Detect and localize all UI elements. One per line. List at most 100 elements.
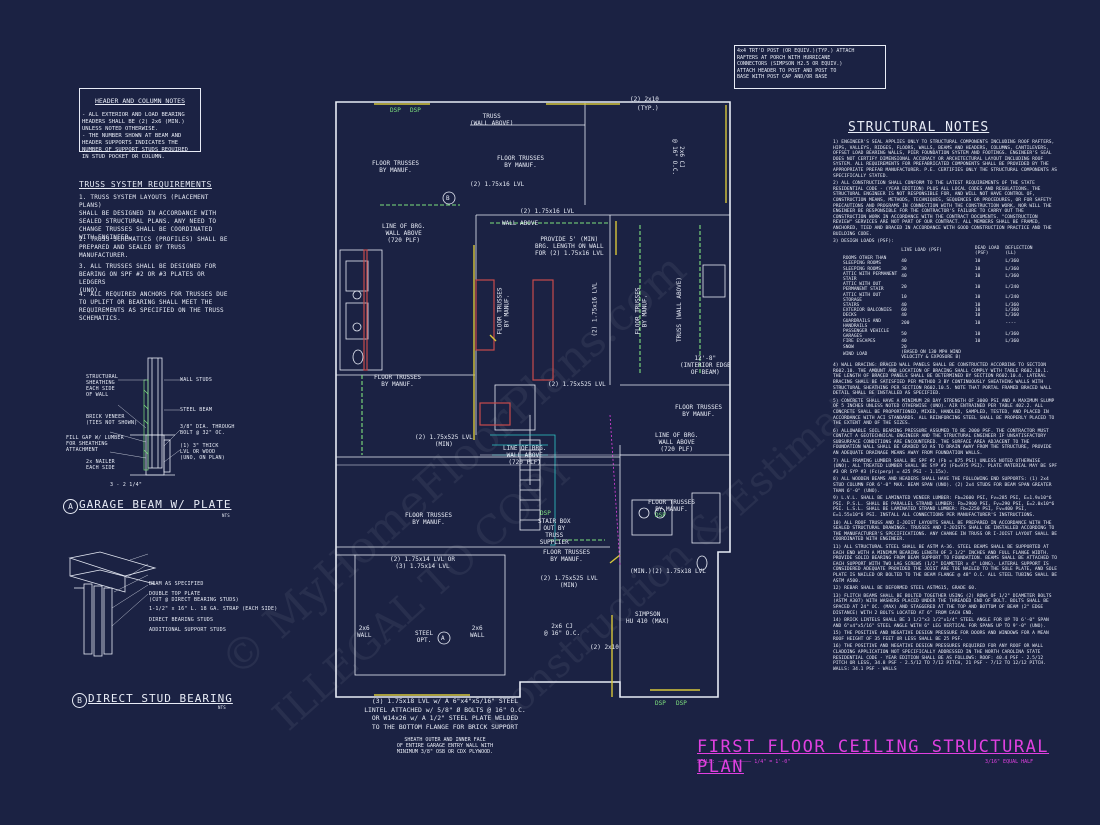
sheath-note: SHEATH OUTER AND INNER FACE OF ENTIRE GA… xyxy=(396,737,494,755)
plan-marker: B xyxy=(446,195,450,202)
load-table-cell: 10 xyxy=(974,308,981,314)
load-table-cell: STAIRS xyxy=(843,302,860,308)
load-table-cell xyxy=(973,350,1004,360)
plan-label: (MIN.)(2) 1.75x18 LVL xyxy=(630,568,706,575)
load-table-cell: EXTERIOR BALCONIES xyxy=(843,308,892,314)
dsp-label: DSP xyxy=(676,700,687,707)
plan-label: LINE OF BRG. WALL ABOVE (720 PLF) xyxy=(655,432,699,453)
load-table-cell: 40 xyxy=(901,313,907,319)
lintel-note: (3) 1.75x18 LVL w/ A 6"x4"x5/16" STEEL L… xyxy=(364,697,526,731)
load-table-cell: ATTIC WITH OUT PERMANENT STAIR xyxy=(843,282,884,293)
detail-a-label: (1) 3" THICK LVL OR WOOD (UNO, ON PLAN) xyxy=(180,443,225,461)
load-table-cell: SNOW xyxy=(843,344,854,350)
floor-plan xyxy=(335,101,731,698)
load-table-cell: 10 xyxy=(974,274,981,280)
detail-b-label: DOUBLE TOP PLATE (CUT @ DIRECT BEARING S… xyxy=(149,591,239,603)
load-table-cell: L/240 xyxy=(1005,284,1019,290)
structural-note: 8) ALL WOODEN BEAMS AND HEADERS SHALL HA… xyxy=(833,477,1052,494)
load-table-cell: 40 xyxy=(901,339,907,345)
load-table-cell: 10 xyxy=(974,321,981,327)
structural-note: 11) ALL STRUCTURAL STEEL SHALL BE ASTM A… xyxy=(833,544,1058,584)
structural-note: 3) DESIGN LOADS (PSF): xyxy=(833,239,894,245)
plan-label: PROVIDE 5' (MIN) BRG. LENGTH ON WALL FOR… xyxy=(535,236,604,257)
structural-note: 14) BRICK LINTELS SHALL BE 3 1/2"x3 1/2"… xyxy=(833,618,1049,629)
detail-a-drawing xyxy=(109,357,181,476)
plan-label: (2) 1.75x525 LVL (MIN) xyxy=(415,434,473,448)
structural-notes-title: STRUCTURAL NOTES xyxy=(848,120,990,135)
load-table-cell: 40 xyxy=(901,302,907,308)
load-table-cell: 20 xyxy=(901,284,907,290)
structural-note: 16) THE POSITIVE AND NEGATIVE DESIGN PRE… xyxy=(833,644,1046,672)
plan-label: SIMPSON HU 410 (MAX) xyxy=(626,611,670,625)
load-table-cell: 200 xyxy=(901,321,910,327)
detail-b-label: DIRECT BEARING STUDS xyxy=(149,617,214,623)
dsp-label: DSP xyxy=(540,510,551,517)
plan-label: (2) 1.75x16 LVL xyxy=(470,181,525,188)
structural-note: 13) FLITCH BEAMS SHALL BE BOLTED TOGETHE… xyxy=(833,593,1052,616)
detail-b-label: BEAM AS SPECIFIED xyxy=(149,581,204,587)
load-table-cell: PASSENGER VEHICLE GARAGES xyxy=(843,328,890,340)
load-table-cell xyxy=(1003,350,1041,360)
plan-label: LINE OF BRG. WALL ABOVE (720 PLF) xyxy=(503,445,547,466)
detail-b-label: ADDITIONAL SUPPORT STUDS xyxy=(149,627,227,633)
truss-req-2: 2. TRUSS SCHEMATICS (PROFILES) SHALL BE … xyxy=(79,236,228,259)
plan-label: (TYP.) xyxy=(637,105,659,112)
load-table-cell: 10 xyxy=(974,284,981,290)
header-column-notes: HEADER AND COLUMN NOTES - ALL EXTERIOR A… xyxy=(79,88,201,160)
load-table-cell: 10 xyxy=(974,295,981,301)
plan-label: FLOOR TRUSSES BY MANUF. xyxy=(634,287,649,335)
plan-label: TRUSS (WALL ABOVE) xyxy=(470,113,514,127)
load-table-cell: ROOMS OTHER THAN SLEEPING ROOMS xyxy=(843,256,887,267)
load-table-cell: DEFLECTION (LL) xyxy=(1005,245,1033,256)
detail-b-label: 1-1/2" x 16" L. 18 GA. STRAP (EACH SIDE) xyxy=(149,606,278,612)
load-table-cell: 10 xyxy=(974,266,981,272)
load-table-cell: FIRE ESCAPES xyxy=(843,339,876,345)
load-table-cell: 50 xyxy=(901,331,907,337)
detail-b-nts: NTS xyxy=(218,705,226,710)
plan-label: 12'-8" (INTERIOR EDGE OF BEAM) xyxy=(680,355,731,376)
plan-label: (2) 2x10 xyxy=(590,644,619,651)
dsp-label: DSP xyxy=(390,107,401,114)
plan-label: WALL ABOVE xyxy=(502,220,539,227)
plan-label: (2) 1.75x14 LVL OR (3) 1.75x14 LVL xyxy=(390,556,456,570)
header-notes-body: - ALL EXTERIOR AND LOAD BEARING HEADERS … xyxy=(82,112,188,160)
detail-a-label: 2x NAILER EACH SIDE xyxy=(86,459,115,471)
detail-a-label: WALL STUDS xyxy=(180,377,213,383)
load-table-cell: LIVE LOAD (PSF) xyxy=(901,248,942,254)
load-table-cell: L/360 xyxy=(1005,258,1019,264)
truss-req-3: 3. ALL TRUSSES SHALL BE DESIGNED FOR BEA… xyxy=(79,263,217,294)
detail-a-label: BRICK VENEER (TIES NOT SHOWN) xyxy=(86,414,138,426)
load-table-cell: DECKS xyxy=(843,313,857,319)
load-table-cell: 10 xyxy=(901,295,907,301)
detail-a-label: 3 - 2 1/4" xyxy=(110,482,143,488)
structural-note: 5) CONCRETE SHALL HAVE A MINIMUM 28 DAY … xyxy=(833,398,1055,427)
structural-note: 1) ENGINEER'S SEAL APPLIES ONLY TO STRUC… xyxy=(833,140,1058,179)
dsp-label: DSP xyxy=(655,512,666,519)
truss-requirements-title: TRUSS SYSTEM REQUIREMENTS xyxy=(79,180,212,189)
load-table-cell: (BASED ON 130 MPH WIND VELOCITY & EXPOSU… xyxy=(901,349,961,360)
structural-note: 15) THE POSITIVE AND NEGATIVE DESIGN PRE… xyxy=(833,631,1049,642)
structural-note: 10) ALL ROOF TRUSS AND I-JOIST LAYOUTS S… xyxy=(833,520,1058,543)
load-table-cell: WIND LOAD xyxy=(843,352,868,358)
plan-label: 2x6 WALL xyxy=(357,625,372,639)
load-table-cell: L/360 xyxy=(1005,339,1019,345)
detail-b-drawing xyxy=(68,551,157,657)
structural-note: 7) ALL FRAMING LUMBER SHALL BE SPF #2 (F… xyxy=(833,458,1058,475)
plan-label: FLOOR TRUSSES BY MANUF. xyxy=(648,499,695,513)
dsp-label: DSP xyxy=(410,107,421,114)
structural-note: 12) REBAR SHALL BE DEFORMED STEEL ASTM61… xyxy=(833,586,977,592)
load-table-cell: 40 xyxy=(901,258,907,264)
load-table-cell: L/360 xyxy=(1005,274,1019,280)
plan-label: 2x6 CJ @ 16" O.C. xyxy=(671,138,686,176)
load-table-cell: 60 xyxy=(901,308,907,314)
